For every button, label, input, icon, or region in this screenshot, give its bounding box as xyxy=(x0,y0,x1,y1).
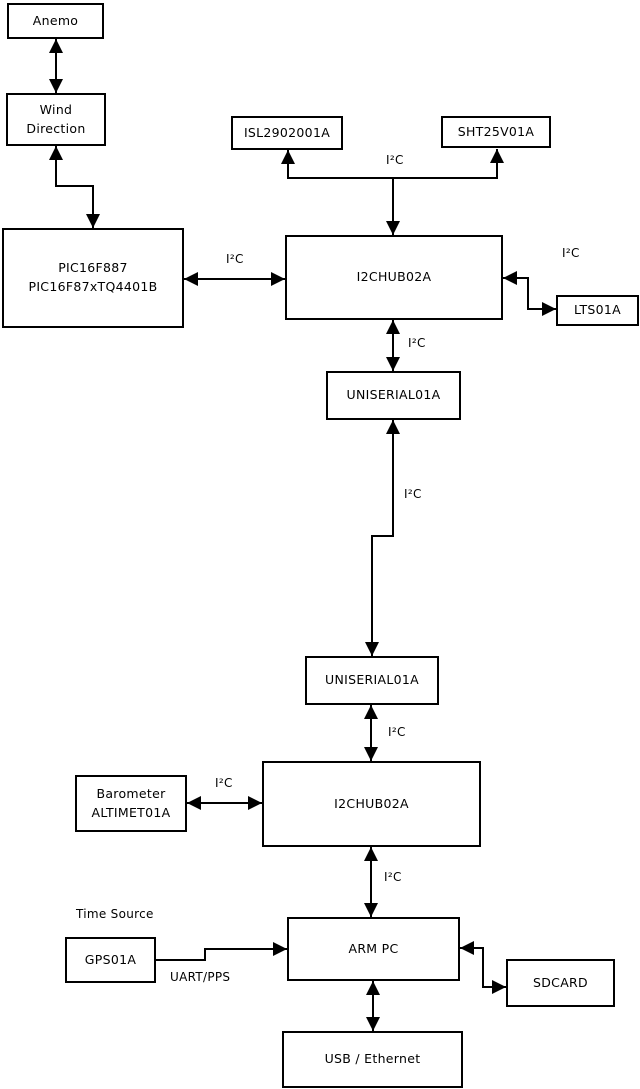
node-arm-pc: ARM PC xyxy=(287,917,460,981)
connector-gps-armpc xyxy=(156,942,287,961)
connector-i2chub-top-lts xyxy=(503,271,556,316)
node-pic16f887: PIC16F887 PIC16F87xTQ4401B xyxy=(2,228,184,328)
node-i2chub02a-top: I2CHUB02A xyxy=(285,235,503,320)
label-i2c-barometer: I²C xyxy=(215,776,233,790)
connector-uniserial-link xyxy=(365,420,400,656)
node-uniserial01a-bottom: UNISERIAL01A xyxy=(305,656,439,705)
label-i2c-sensor-bus: I²C xyxy=(386,153,404,167)
label-i2c-hub-uniserial: I²C xyxy=(408,336,426,350)
node-barometer-altimet01a: Barometer ALTIMET01A xyxy=(75,775,187,832)
connector-armpc-sdcard xyxy=(460,941,506,994)
node-isl2902001a: ISL2902001A xyxy=(231,116,343,150)
label-uart-pps: UART/PPS xyxy=(170,970,231,984)
label-i2c-uniserial-link: I²C xyxy=(404,487,422,501)
label-i2c-lts: I²C xyxy=(562,246,580,260)
node-sdcard: SDCARD xyxy=(506,959,615,1007)
node-uniserial01a-top: UNISERIAL01A xyxy=(326,371,461,420)
label-time-source: Time Source xyxy=(76,907,154,921)
node-usb-ethernet: USB / Ethernet xyxy=(282,1031,463,1088)
node-lts01a: LTS01A xyxy=(556,295,639,326)
node-gps01a: GPS01A xyxy=(65,937,156,983)
label-i2c-uniserial-hub2: I²C xyxy=(388,725,406,739)
node-anemo: Anemo xyxy=(7,3,104,39)
node-i2chub02a-bottom: I2CHUB02A xyxy=(262,761,481,847)
node-wind-direction: Wind Direction xyxy=(6,93,106,146)
label-i2c-hub2-armpc: I²C xyxy=(384,870,402,884)
node-sht25v01a: SHT25V01A xyxy=(441,116,551,148)
connector-winddirection-pic xyxy=(49,146,100,228)
label-i2c-pic-hub: I²C xyxy=(226,252,244,266)
